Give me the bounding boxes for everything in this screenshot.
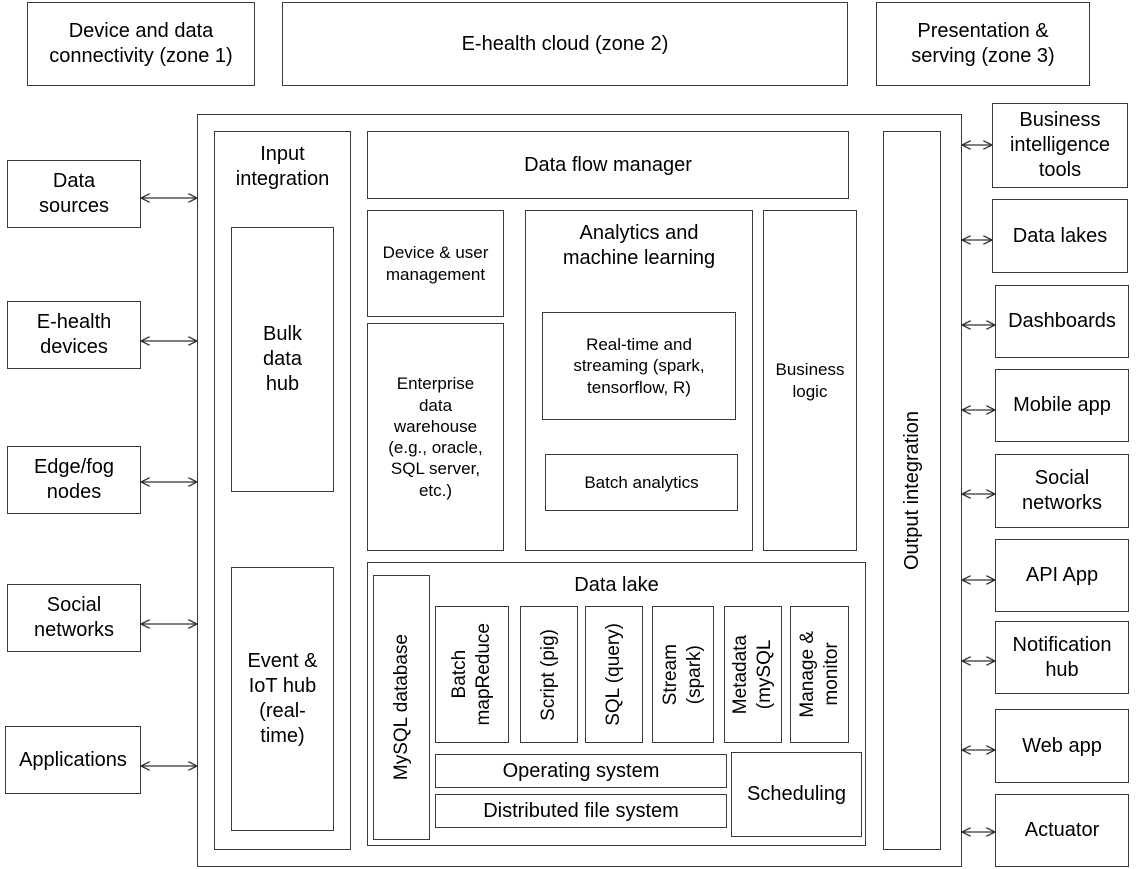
analytics-ml-title: Analytics and machine learning — [562, 222, 716, 269]
module-manage-monitor: Manage & monitor — [790, 606, 849, 743]
left-node-label: Applications — [19, 748, 127, 771]
zone-1-label: Device and data connectivity (zone 1) — [49, 20, 233, 67]
left-node-label: Social networks — [33, 594, 115, 641]
bulk-data-hub: Bulk data hub — [231, 227, 334, 492]
module-label: Manage & monitor — [796, 631, 842, 718]
right-node-web-app: Web app — [995, 709, 1129, 783]
event-iot-hub: Event & IoT hub (real- time) — [231, 567, 334, 831]
distributed-file-system-label: Distributed file system — [483, 799, 679, 822]
right-node-data-lakes: Data lakes — [992, 199, 1128, 273]
right-node-dashboards: Dashboards — [995, 285, 1129, 358]
module-sql-query: SQL (query) — [585, 606, 643, 743]
right-node-mobile-app: Mobile app — [995, 369, 1129, 442]
right-node-label: Social networks — [1021, 467, 1103, 514]
batch-analytics-label: Batch analytics — [584, 472, 699, 492]
right-node-label: API App — [1025, 564, 1099, 586]
right-node-label: Mobile app — [1013, 394, 1111, 416]
module-label: Metadata (mySQL — [730, 634, 775, 715]
module-script-pig: Script (pig) — [520, 606, 578, 743]
output-integration: Output integration — [883, 131, 941, 850]
module-metadata-mysql: Metadata (mySQL — [724, 606, 782, 743]
realtime-streaming: Real-time and streaming (spark, tensorfl… — [542, 312, 736, 420]
module-label: Stream (spark) — [660, 643, 705, 706]
business-logic-label: Business logic — [775, 360, 845, 401]
left-node-label: Data sources — [38, 170, 110, 217]
operating-system-label: Operating system — [502, 759, 660, 782]
right-node-label: Web app — [1022, 734, 1102, 757]
module-stream-spark: Stream (spark) — [652, 606, 714, 743]
module-label: Batch mapReduce — [449, 623, 494, 726]
right-node-social-networks: Social networks — [995, 454, 1129, 528]
zone-1-header: Device and data connectivity (zone 1) — [27, 2, 255, 86]
mysql-database: MySQL database — [373, 575, 430, 840]
mysql-database-label: MySQL database — [390, 634, 412, 781]
input-integration-title: Input integration — [235, 143, 330, 190]
left-node-data-sources: Data sources — [7, 160, 141, 228]
bulk-data-hub-label: Bulk data hub — [263, 323, 302, 395]
data-lake-title: Data lake — [574, 574, 659, 596]
zone-2-header: E-health cloud (zone 2) — [282, 2, 848, 86]
module-label: SQL (query) — [603, 623, 625, 726]
right-node-label: Business intelligence tools — [1009, 109, 1111, 181]
left-node-label: E-health devices — [36, 311, 112, 358]
event-iot-hub-label: Event & IoT hub (real- time) — [247, 650, 318, 747]
distributed-file-system: Distributed file system — [435, 794, 727, 828]
right-node-bi-tools: Business intelligence tools — [992, 103, 1128, 188]
zone-3-header: Presentation & serving (zone 3) — [876, 2, 1090, 86]
scheduling: Scheduling — [731, 752, 862, 837]
right-node-notification-hub: Notification hub — [995, 621, 1129, 694]
left-node-applications: Applications — [5, 726, 141, 794]
right-node-actuator: Actuator — [995, 794, 1129, 867]
device-user-management: Device & user management — [367, 210, 504, 317]
batch-analytics: Batch analytics — [545, 454, 738, 511]
right-node-label: Data lakes — [1012, 224, 1108, 247]
left-node-edge-fog-nodes: Edge/fog nodes — [7, 446, 141, 514]
module-batch-mapreduce: Batch mapReduce — [435, 606, 509, 743]
device-user-management-label: Device & user management — [382, 243, 489, 284]
zone-3-label: Presentation & serving (zone 3) — [911, 20, 1055, 67]
operating-system: Operating system — [435, 754, 727, 788]
left-node-label: Edge/fog nodes — [33, 456, 115, 503]
enterprise-data-warehouse-label: Enterprise data warehouse (e.g., oracle,… — [388, 374, 483, 500]
left-node-ehealth-devices: E-health devices — [7, 301, 141, 369]
data-flow-manager: Data flow manager — [367, 131, 849, 199]
right-node-label: Actuator — [1024, 819, 1100, 841]
zone-2-label: E-health cloud (zone 2) — [461, 32, 669, 55]
realtime-streaming-label: Real-time and streaming (spark, tensorfl… — [573, 335, 705, 397]
right-node-api-app: API App — [995, 539, 1129, 612]
output-integration-label: Output integration — [900, 411, 923, 570]
data-flow-manager-label: Data flow manager — [524, 153, 692, 176]
right-node-label: Notification hub — [1012, 633, 1112, 681]
right-node-label: Dashboards — [1008, 310, 1116, 332]
business-logic: Business logic — [763, 210, 857, 551]
module-label: Script (pig) — [538, 628, 560, 721]
left-node-social-networks: Social networks — [7, 584, 141, 652]
enterprise-data-warehouse: Enterprise data warehouse (e.g., oracle,… — [367, 323, 504, 551]
scheduling-label: Scheduling — [747, 783, 846, 805]
